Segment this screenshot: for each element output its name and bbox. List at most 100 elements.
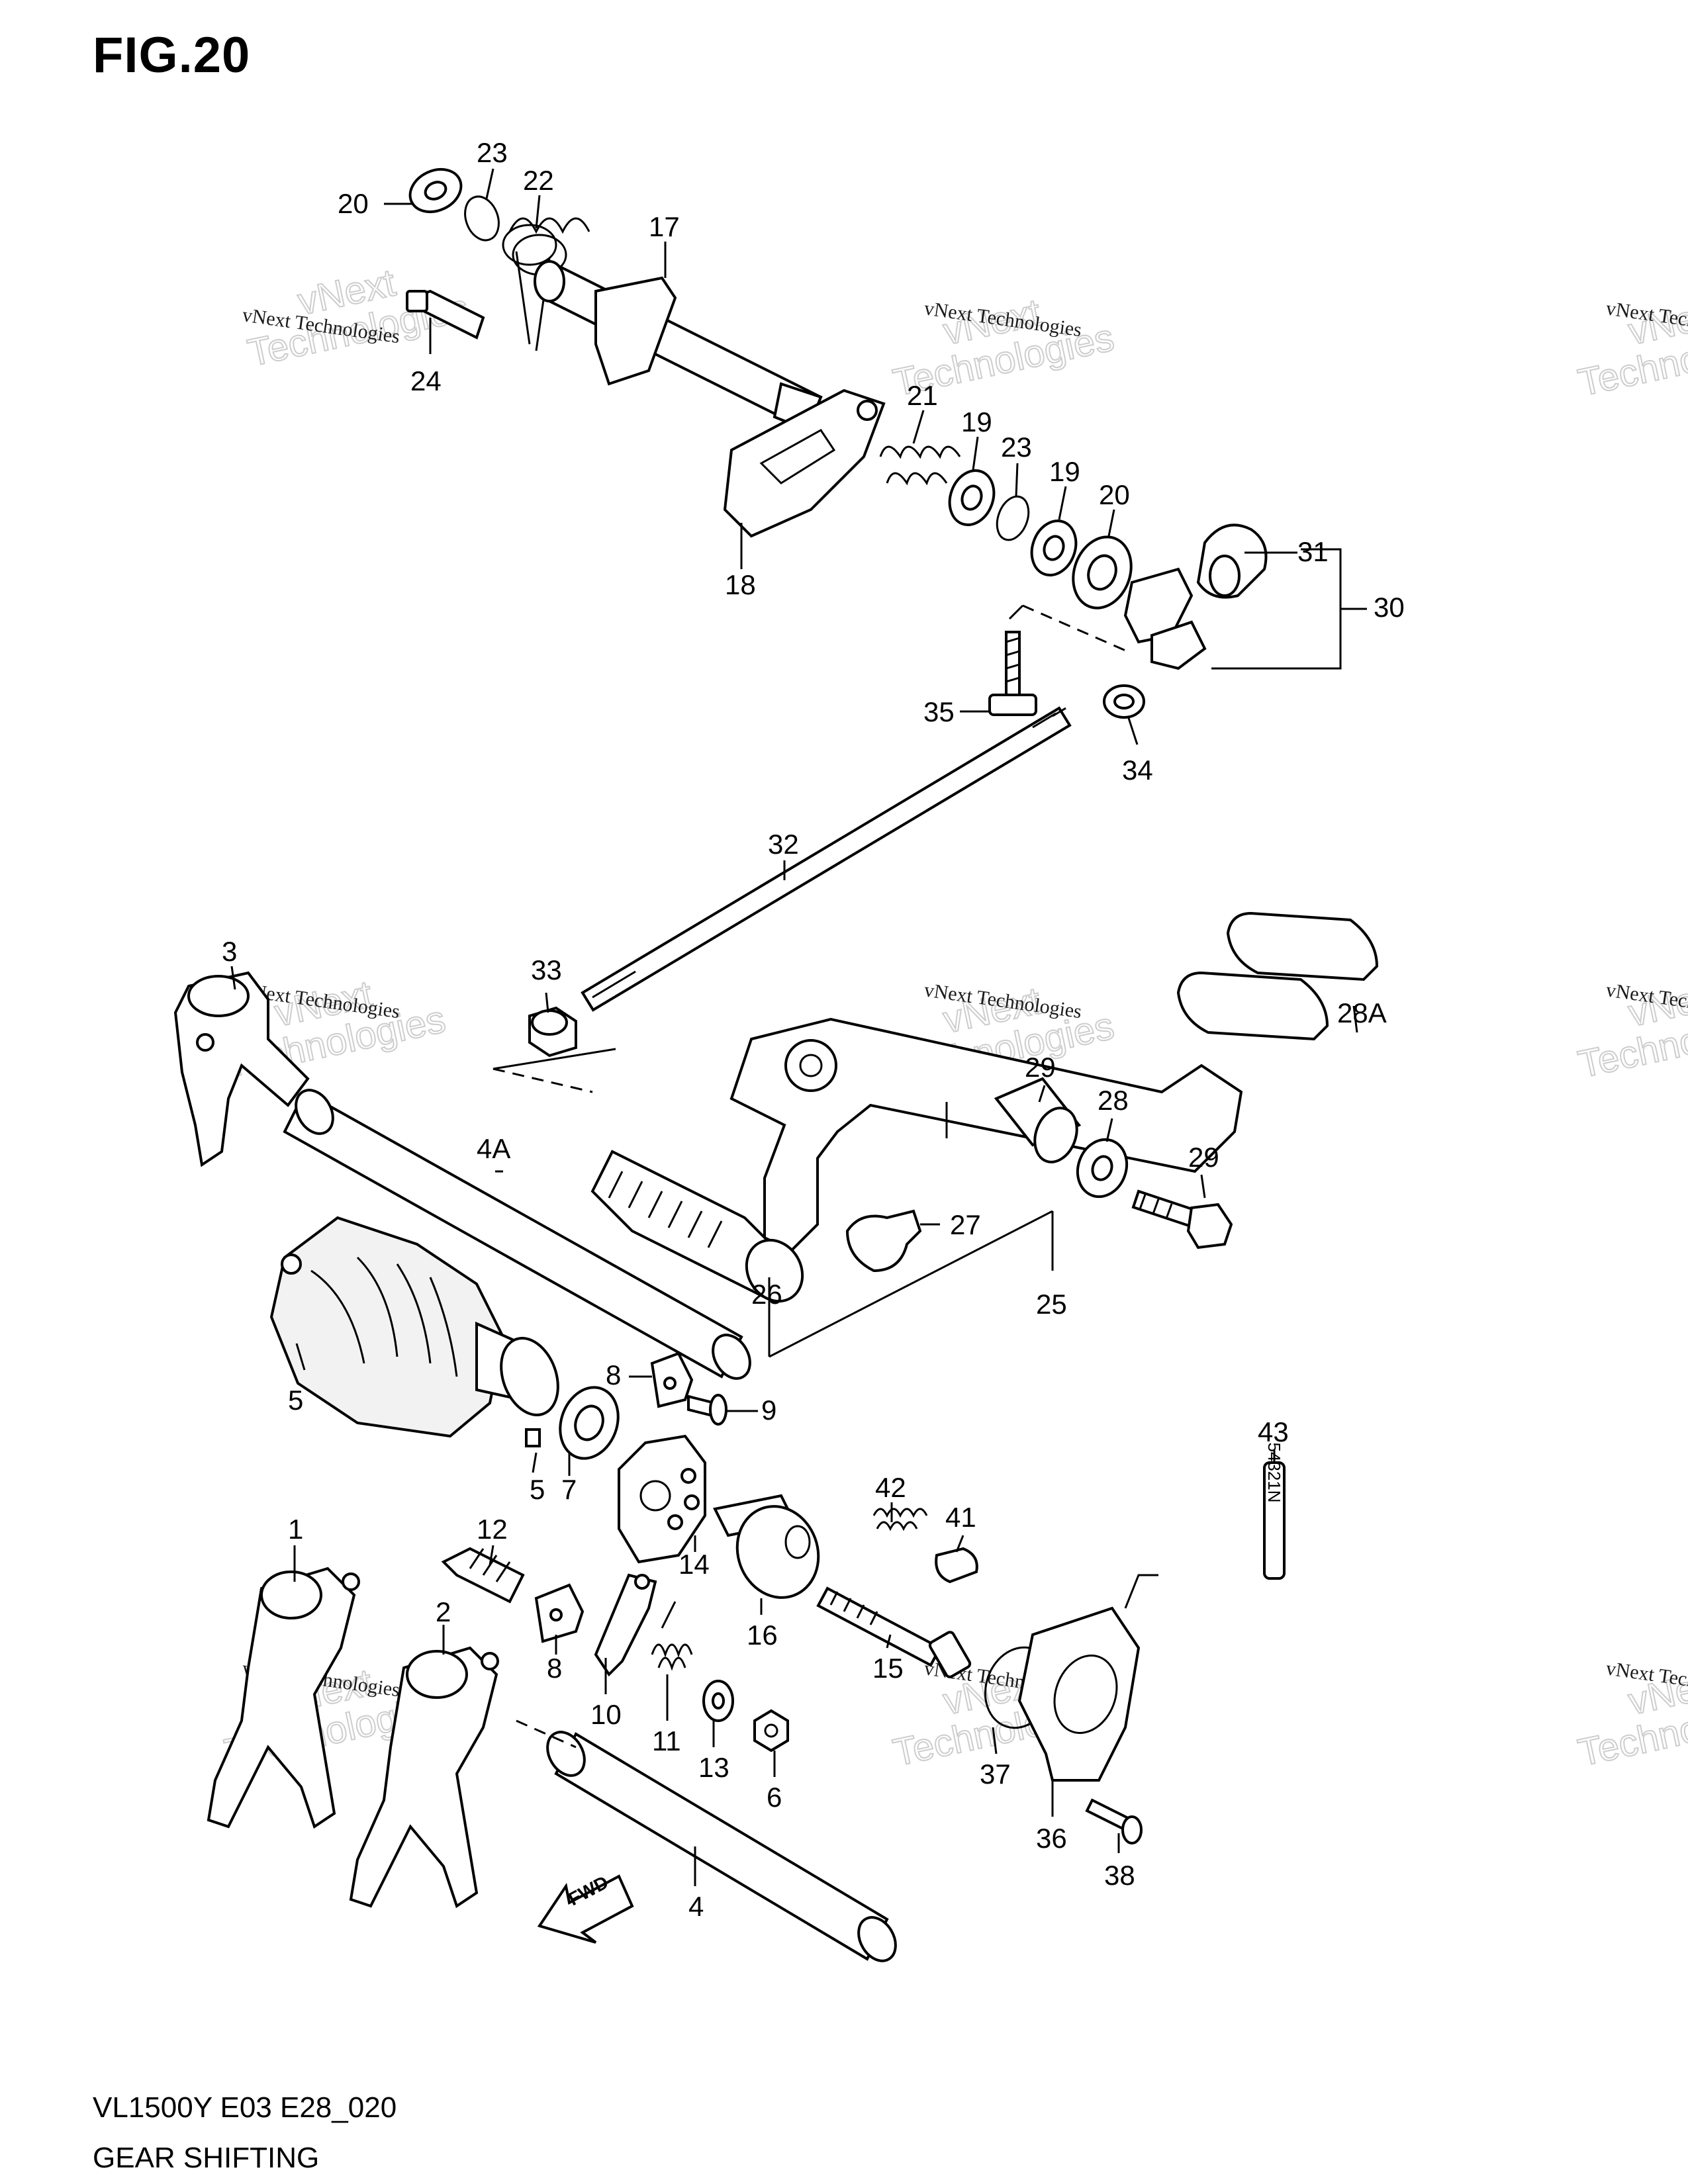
part-35-nut xyxy=(528,1006,577,1058)
part-5-shift-drum xyxy=(269,1216,559,1438)
part-20-washer-mid1 xyxy=(948,469,996,526)
part-10-screw xyxy=(687,1394,727,1426)
callout-label: 13 xyxy=(698,1752,729,1783)
part-34-shift-rod xyxy=(581,706,1072,1012)
leader-line xyxy=(1352,1005,1358,1033)
figure-title: FIG.20 xyxy=(93,27,251,83)
part-36-nut xyxy=(1103,684,1145,719)
callout-label: 18 xyxy=(725,569,756,600)
callout-label: 24 xyxy=(410,365,442,396)
callout-label: 36 xyxy=(1036,1823,1067,1854)
callout-label: 20 xyxy=(338,188,369,219)
callout-label: 15 xyxy=(872,1653,904,1684)
part-40-screw xyxy=(1085,1798,1143,1844)
callout-label: 30 xyxy=(1374,592,1405,623)
part-12-spring xyxy=(651,1601,693,1671)
callout-label: 1 xyxy=(288,1514,303,1545)
leader-dash xyxy=(516,1719,577,1749)
part-32-bracket xyxy=(1211,548,1367,670)
callout-leaders xyxy=(230,168,1297,1886)
section-title: GEAR SHIFTING xyxy=(93,2142,320,2174)
callout-label: 7 xyxy=(561,1474,577,1505)
callout-label: 41 xyxy=(945,1502,976,1533)
callout-label: 26 xyxy=(751,1279,782,1310)
callout-label: 2 xyxy=(436,1596,451,1627)
part-24-circlip-mid xyxy=(996,495,1030,541)
part-1-shift-fork xyxy=(207,1567,360,1829)
callout-label: 31 xyxy=(1297,536,1329,567)
callout-label: 8 xyxy=(547,1653,562,1684)
part-2-shift-fork xyxy=(349,1646,499,1909)
part-28A-pad xyxy=(1176,911,1379,1041)
callout-label: 35 xyxy=(923,696,955,727)
callout-label: 5 xyxy=(530,1474,545,1505)
part-13-switch xyxy=(441,1547,525,1604)
fwd-arrow-icon: FWD xyxy=(537,1872,634,1944)
leader-dash xyxy=(1022,604,1129,653)
callout-label: 42 xyxy=(875,1472,906,1503)
callout-label: 38 xyxy=(1104,1860,1135,1891)
part-3-shift-fork xyxy=(173,971,310,1167)
callout-label: 33 xyxy=(531,954,562,985)
part-43-gear-label-plate: 54321N xyxy=(1263,1442,1286,1580)
watermark: Technologies vNext xyxy=(1574,290,1688,405)
model-code: VL1500Y E03 E28_020 xyxy=(93,2091,397,2124)
part-4-shaft xyxy=(546,1731,897,1962)
callout-label: 16 xyxy=(747,1619,778,1651)
part-24-circlip-top xyxy=(464,195,500,242)
callout-label: 28A xyxy=(1337,997,1387,1028)
callout-label: 34 xyxy=(1122,754,1153,786)
callout-label: 21 xyxy=(907,380,938,411)
part-4A-shaft xyxy=(283,1089,751,1380)
part-9-plate-top xyxy=(650,1351,694,1408)
callout-label: 8 xyxy=(606,1359,621,1390)
callout-label: 4A xyxy=(477,1133,510,1164)
callout-label: 27 xyxy=(950,1209,981,1240)
part-37-bolt xyxy=(988,631,1037,716)
part-6-pin xyxy=(525,1428,541,1447)
part-20-washer-mid2 xyxy=(1030,520,1078,576)
part-28-boot xyxy=(845,1209,922,1273)
callout-label: 4 xyxy=(688,1891,704,1922)
callout-label: 32 xyxy=(768,829,799,860)
callout-label: 29 xyxy=(1188,1142,1219,1173)
part-9-plate-low xyxy=(534,1583,585,1643)
part-18-shift-shaft xyxy=(534,260,823,432)
part-42-spring xyxy=(872,1508,928,1531)
part-27-footpeg xyxy=(590,1150,804,1303)
callout-label: 10 xyxy=(590,1699,622,1730)
part-11-arm xyxy=(594,1573,657,1677)
callout-label: 25 xyxy=(1036,1289,1067,1320)
part-41-plug xyxy=(935,1547,978,1584)
part-7-nut xyxy=(753,1709,789,1752)
callout-label: 20 xyxy=(1099,479,1130,510)
callout-label: 23 xyxy=(1001,432,1032,463)
callout-label: 19 xyxy=(1049,456,1080,487)
callout-label: 5 xyxy=(288,1385,303,1416)
part-26-shift-lever xyxy=(729,1017,1243,1253)
callout-label: 6 xyxy=(767,1782,782,1813)
callout-label: 29 xyxy=(1025,1052,1056,1083)
callout-label: 43 xyxy=(1258,1416,1289,1447)
part-16-bolt xyxy=(816,1586,972,1678)
leader-line xyxy=(1008,604,1024,620)
watermark: Technologies vNext xyxy=(1574,972,1688,1087)
part-30-collar xyxy=(994,1077,1082,1163)
callout-label: 11 xyxy=(652,1725,681,1756)
part-21-bearing xyxy=(1072,535,1133,610)
callout-labels: 20 23 22 17 24 18 21 19 23 19 20 31 30 3… xyxy=(222,137,1405,1922)
part-20-washer-top xyxy=(408,167,463,214)
part-31-bolt xyxy=(1131,1189,1233,1250)
callout-label: 22 xyxy=(523,165,554,196)
callout-label: 12 xyxy=(477,1514,508,1545)
callout-label: 37 xyxy=(980,1758,1011,1790)
callout-label: 3 xyxy=(222,936,237,967)
part-19-shift-arm xyxy=(723,388,886,538)
part-38-indicator-cover xyxy=(1017,1574,1158,1782)
callout-label: 17 xyxy=(649,211,680,242)
part-29-washer xyxy=(1076,1138,1129,1199)
part-25-bolt xyxy=(406,289,485,340)
part-14-washer xyxy=(702,1680,734,1722)
callout-label: 28 xyxy=(1098,1085,1129,1116)
